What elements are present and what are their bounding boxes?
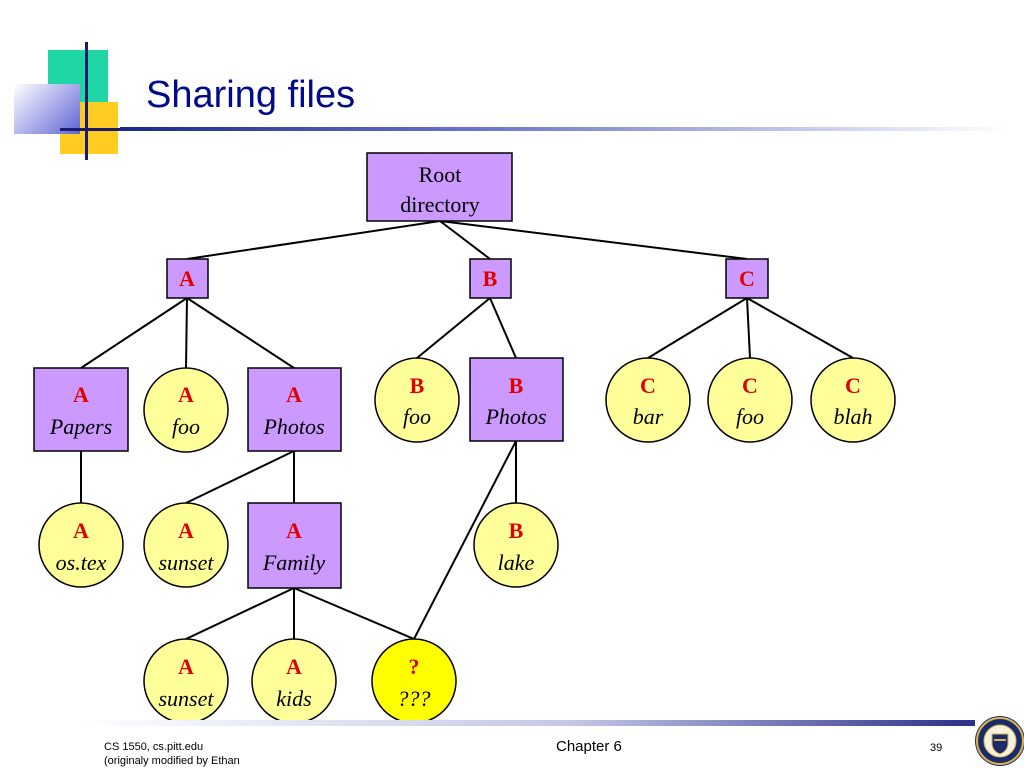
edge-B-foo	[416, 297, 491, 359]
edge-A-photos	[186, 297, 295, 369]
node-owner-label: A	[178, 518, 194, 543]
node-name-label: sunset	[159, 550, 215, 575]
footer-chapter: Chapter 6	[556, 738, 622, 755]
edge-family-unknown	[293, 587, 415, 640]
footer-credit: CS 1550, cs.pitt.edu (originaly modified…	[104, 740, 240, 768]
university-seal-icon	[975, 716, 1024, 766]
root-label-line1: Root	[419, 162, 462, 187]
directory-A-photos-node: A Photos	[247, 367, 342, 452]
node-name-label: Photos	[484, 404, 546, 429]
file-B-foo-node: B foo	[374, 357, 460, 443]
edge-C-bar	[647, 297, 748, 359]
directory-A-node: A	[166, 258, 209, 299]
node-owner-label: A	[286, 518, 302, 543]
node-owner-label: C	[742, 373, 758, 398]
edge-bphotos-unknown	[413, 440, 517, 640]
file-C-foo-node: C foo	[707, 357, 793, 443]
node-name-label: foo	[403, 404, 431, 429]
edge-root-A	[186, 220, 441, 260]
node-owner-label: B	[483, 266, 498, 291]
directory-B-photos-node: B Photos	[469, 357, 564, 442]
decor-blue-square	[14, 84, 80, 134]
file-C-blah-node: C blah	[810, 357, 896, 443]
node-name-label: Photos	[262, 414, 324, 439]
edge-photos-sunset	[185, 450, 295, 504]
node-name-label: Family	[262, 550, 326, 575]
edge-A-papers	[80, 297, 188, 369]
node-owner-label: B	[509, 373, 524, 398]
file-A-foo-node: A foo	[143, 367, 229, 453]
directory-C-node: C	[725, 258, 769, 299]
node-owner-label: B	[509, 518, 524, 543]
title-underline	[120, 127, 1010, 131]
root-directory-node: Root directory	[366, 152, 513, 222]
node-owner-label: C	[640, 373, 656, 398]
page-title: Sharing files	[146, 74, 356, 116]
node-owner-label: A	[286, 654, 302, 679]
file-A-sunset-node: A sunset	[143, 502, 229, 588]
edge-C-blah	[746, 297, 854, 359]
file-A-kids-node: A kids	[251, 638, 337, 720]
node-name-label: Papers	[49, 414, 112, 439]
edge-root-B	[439, 220, 491, 260]
node-owner-label: A	[178, 382, 194, 407]
edge-A-foo	[185, 297, 188, 369]
node-owner-label: A	[73, 518, 89, 543]
file-A-ostex-node: A os.tex	[38, 502, 124, 588]
file-B-lake-node: B lake	[473, 502, 559, 588]
node-name-label: blah	[833, 404, 872, 429]
node-owner-label: A	[73, 382, 89, 407]
edge-B-photos	[489, 297, 517, 359]
directory-A-papers-node: A Papers	[33, 367, 129, 452]
page-number: 39	[930, 742, 943, 754]
file-unknown-shared-node: ? ???	[371, 638, 457, 720]
node-owner-label: ?	[409, 654, 420, 679]
node-owner-label: B	[410, 373, 425, 398]
tree-edges	[80, 220, 854, 640]
directory-B-node: B	[469, 258, 512, 299]
node-owner-label: A	[286, 382, 302, 407]
node-name-label: foo	[172, 414, 200, 439]
directory-A-family-node: A Family	[247, 502, 342, 589]
node-owner-label: C	[739, 266, 755, 291]
node-name-label: ???	[398, 686, 431, 711]
edge-family-sunset	[185, 587, 295, 640]
node-name-label: sunset	[159, 686, 215, 711]
footer-credit-line2: (originaly modified by Ethan	[104, 755, 240, 767]
footer-credit-line1: CS 1550, cs.pitt.edu	[104, 741, 204, 753]
file-A-family-sunset-node: A sunset	[143, 638, 229, 720]
node-owner-label: C	[845, 373, 861, 398]
decor-horizontal-line	[60, 128, 134, 131]
file-C-bar-node: C bar	[605, 357, 691, 443]
node-name-label: bar	[633, 404, 664, 429]
root-label-line2: directory	[400, 192, 479, 217]
node-name-label: kids	[276, 686, 311, 711]
decor-vertical-line	[85, 42, 88, 160]
edge-C-foo	[746, 297, 751, 359]
node-name-label: lake	[498, 550, 535, 575]
directory-tree-diagram: Root directory A B C A Papers A foo A Ph…	[33, 152, 896, 720]
node-name-label: foo	[736, 404, 764, 429]
edge-root-C	[439, 220, 748, 260]
node-owner-label: A	[179, 266, 195, 291]
node-owner-label: A	[178, 654, 194, 679]
node-name-label: os.tex	[56, 550, 107, 575]
footer-rule	[80, 720, 975, 726]
